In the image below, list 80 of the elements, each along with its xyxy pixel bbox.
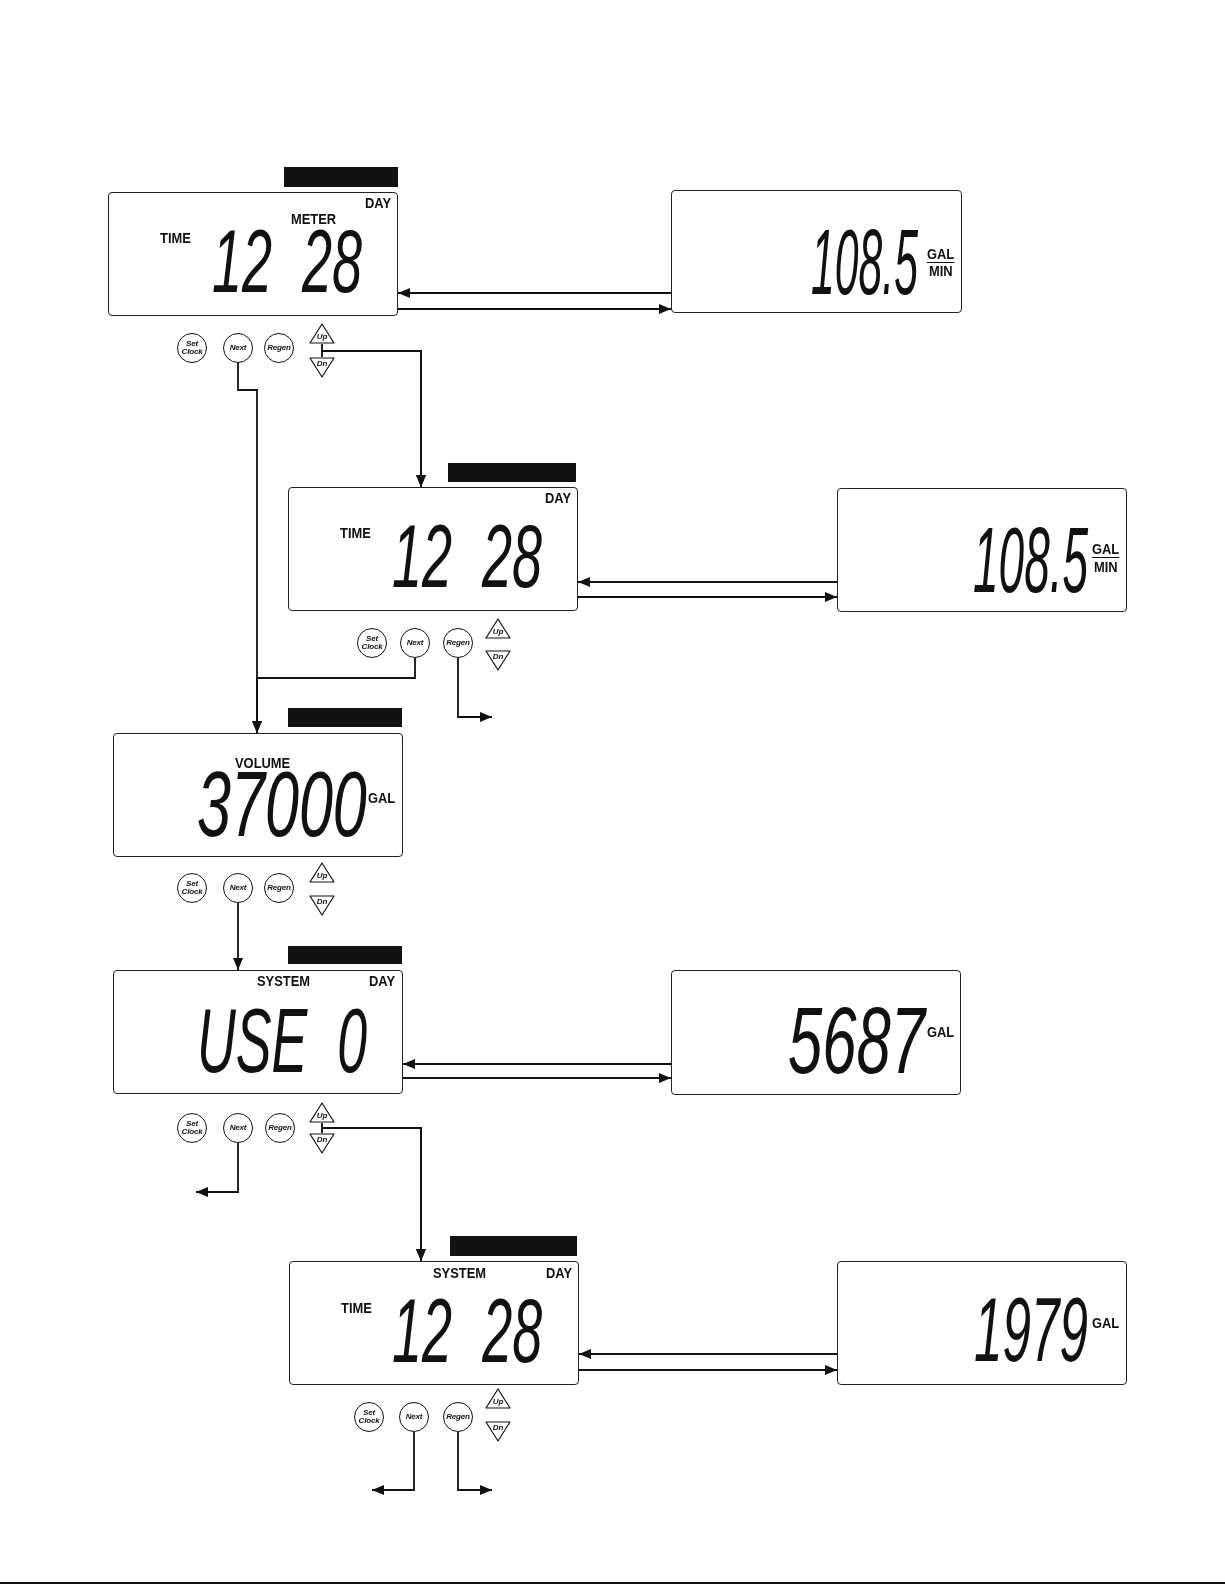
up-triangle-button: Up bbox=[309, 862, 335, 883]
round-button: Set Clock bbox=[177, 1113, 207, 1143]
digit-readout: 12 28 bbox=[211, 228, 362, 295]
round-button: Regen bbox=[443, 628, 473, 658]
unit-label: MIN bbox=[1093, 560, 1118, 573]
down-triangle-button: Dn bbox=[485, 650, 511, 671]
arrow bbox=[402, 1073, 672, 1083]
unit-label: GAL bbox=[926, 247, 954, 263]
indicator-label: TIME bbox=[159, 231, 191, 244]
indicator-label: SYSTEM bbox=[256, 974, 310, 987]
arrow bbox=[457, 657, 493, 722]
lcd-display bbox=[671, 970, 961, 1095]
indicator-label: TIME bbox=[339, 526, 371, 539]
lcd-display bbox=[113, 733, 403, 857]
lcd-display bbox=[288, 487, 578, 611]
arrow bbox=[397, 288, 672, 298]
arrow bbox=[578, 1349, 838, 1359]
lcd-display bbox=[837, 1261, 1127, 1385]
indicator-label: DAY bbox=[368, 974, 395, 987]
digit-readout: USE 0 bbox=[196, 1007, 367, 1075]
round-button: Next bbox=[223, 873, 253, 903]
round-button: Regen bbox=[264, 873, 294, 903]
digit-readout: 108.5 bbox=[972, 525, 1088, 595]
round-button: Next bbox=[223, 333, 253, 363]
round-button: Next bbox=[400, 628, 430, 658]
round-button: Next bbox=[399, 1402, 429, 1432]
masking-bar bbox=[288, 946, 402, 964]
arrow bbox=[457, 1431, 493, 1495]
round-button: Next bbox=[223, 1113, 253, 1143]
round-button: Regen bbox=[264, 333, 294, 363]
indicator-label: VOLUME bbox=[234, 756, 290, 769]
up-triangle-button: Up bbox=[485, 618, 511, 639]
indicator-label: TIME bbox=[340, 1301, 372, 1314]
unit-label: GAL bbox=[367, 791, 395, 804]
lcd-display bbox=[837, 488, 1127, 612]
digit-readout: 12 28 bbox=[391, 523, 542, 590]
arrow bbox=[233, 902, 243, 971]
indicator-label: METER bbox=[290, 212, 336, 225]
masking-bar bbox=[284, 167, 398, 187]
indicator-label: DAY bbox=[545, 1266, 572, 1279]
lcd-display bbox=[671, 190, 962, 313]
down-triangle-button: Dn bbox=[485, 1421, 511, 1442]
digit-readout: 1979 bbox=[973, 1295, 1088, 1364]
up-triangle-button: Up bbox=[309, 1102, 335, 1123]
lcd-display bbox=[108, 192, 398, 316]
down-triangle-button: Dn bbox=[309, 357, 335, 378]
round-button: Regen bbox=[443, 1402, 473, 1432]
masking-bar bbox=[450, 1236, 577, 1256]
arrow bbox=[195, 1142, 239, 1197]
arrow bbox=[252, 657, 416, 734]
indicator-label: SYSTEM bbox=[432, 1266, 486, 1279]
digit-readout: 5687 bbox=[787, 1005, 925, 1076]
digit-readout: 12 28 bbox=[391, 1297, 542, 1365]
up-triangle-button: Up bbox=[485, 1388, 511, 1409]
round-button: Set Clock bbox=[354, 1402, 384, 1432]
arrow bbox=[578, 1365, 838, 1375]
unit-label: GAL bbox=[926, 1025, 954, 1038]
lcd-display bbox=[289, 1261, 579, 1385]
unit-label: GAL bbox=[1091, 542, 1119, 558]
digit-readout: 37000 bbox=[196, 769, 367, 839]
arrow bbox=[402, 1059, 672, 1069]
unit-label: MIN bbox=[928, 264, 953, 277]
round-button: Set Clock bbox=[177, 333, 207, 363]
arrow bbox=[397, 304, 672, 314]
round-button: Set Clock bbox=[177, 873, 207, 903]
indicator-label: DAY bbox=[364, 196, 391, 209]
down-triangle-button: Dn bbox=[309, 895, 335, 916]
masking-bar bbox=[288, 708, 402, 727]
round-button: Regen bbox=[265, 1113, 295, 1143]
masking-bar bbox=[448, 463, 576, 482]
up-triangle-button: Up bbox=[309, 323, 335, 344]
lcd-display bbox=[113, 970, 403, 1094]
arrow bbox=[577, 577, 838, 587]
down-triangle-button: Dn bbox=[309, 1133, 335, 1154]
unit-label: GAL bbox=[1091, 1316, 1119, 1329]
indicator-label: DAY bbox=[544, 491, 571, 504]
arrow bbox=[371, 1431, 415, 1495]
digit-readout: 108.5 bbox=[810, 227, 918, 297]
round-button: Set Clock bbox=[357, 628, 387, 658]
arrow bbox=[577, 592, 838, 602]
